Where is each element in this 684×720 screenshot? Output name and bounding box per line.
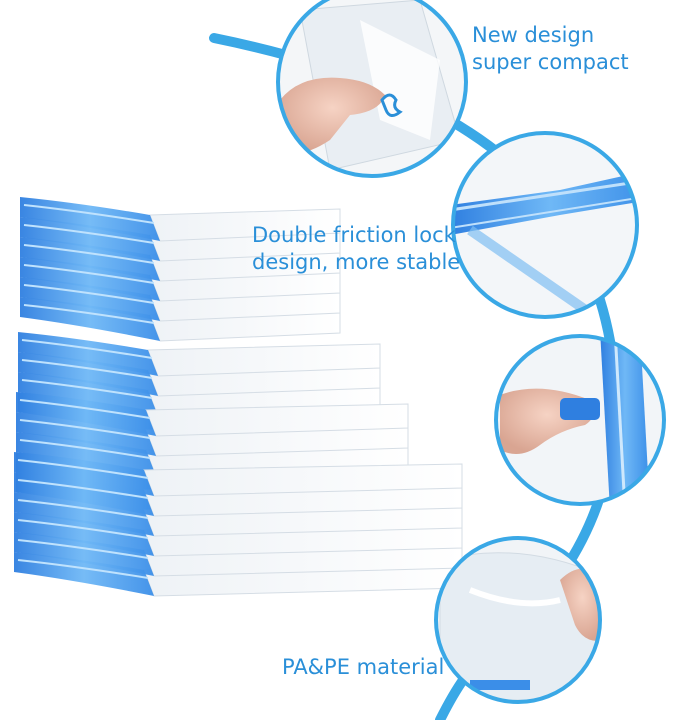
caption-double-lock-line2: design, more stable	[252, 250, 461, 274]
bag-body	[149, 208, 341, 242]
detail-circle-3	[494, 334, 666, 506]
bag-zipper-highlight	[17, 539, 149, 559]
bag-zipper-highlight	[23, 284, 155, 304]
caption-double-lock: Double friction lock design, more stable	[252, 222, 460, 276]
bag-zipper-highlight	[23, 204, 155, 224]
bag-zipper-highlight	[17, 519, 149, 539]
detail-circle-4	[434, 536, 602, 704]
bag-zipper-highlight	[23, 264, 155, 284]
caption-new-design-line1: New design	[472, 23, 595, 47]
bag-zipper-highlight	[19, 399, 151, 419]
bag-body	[145, 403, 409, 437]
bag-zipper-highlight	[21, 379, 153, 399]
bag-zipper-highlight	[17, 559, 149, 579]
detail-circle-1	[276, 0, 468, 178]
bag-zipper-highlight	[21, 339, 153, 359]
bag-stack	[14, 197, 463, 597]
bag-zipper-highlight	[19, 419, 151, 439]
fingers-peeling-bag-icon	[280, 77, 385, 154]
bag-zipper-highlight	[21, 359, 153, 379]
caption-material-line1: PA&PE material	[282, 655, 445, 679]
bag-zipper-highlight	[17, 479, 149, 499]
bag-zipper-highlight	[17, 499, 149, 519]
bag-body	[147, 343, 381, 377]
caption-new-design-line2: super compact	[472, 50, 629, 74]
detail-circle-2	[451, 131, 639, 319]
bag-body	[143, 463, 463, 497]
caption-new-design: New design super compact	[472, 22, 629, 76]
bag-zipper-highlight	[19, 439, 151, 459]
bag-zipper-highlight	[23, 224, 155, 244]
bag-zipper-highlight	[23, 244, 155, 264]
caption-material: PA&PE material	[282, 654, 444, 681]
bag-zipper-highlight	[23, 304, 155, 324]
bag-zipper-highlight	[17, 459, 149, 479]
caption-double-lock-line1: Double friction lock	[252, 223, 456, 247]
